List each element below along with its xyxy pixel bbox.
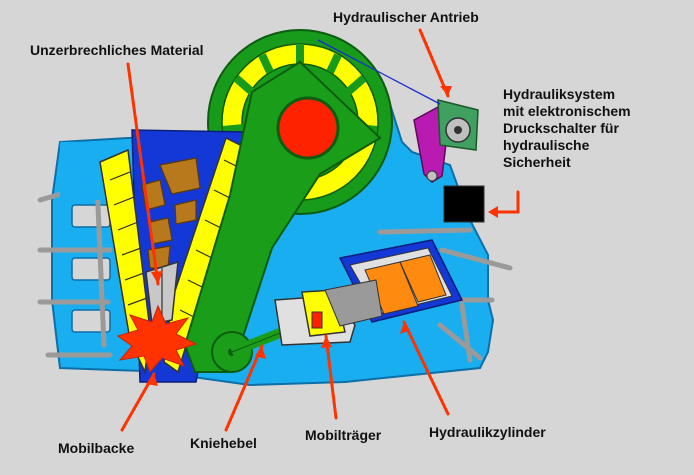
control-box (443, 185, 485, 223)
label-hydraulic-drive: Hydraulischer Antrieb (333, 9, 479, 25)
pointer-hydraulic-drive (418, 28, 450, 98)
eccentric-shaft (276, 96, 340, 160)
pointer-toggle-lever (224, 344, 264, 432)
flywheel-spokes (222, 44, 378, 134)
pointer-unbreakable-material (126, 62, 160, 286)
label-movable-carrier: Mobilträger (305, 427, 382, 443)
label-unbreakable-material: Unzerbrechliches Material (30, 42, 204, 58)
label-hydraulic-system: Hydrauliksystem mit elektronischem Druck… (503, 86, 631, 171)
drive-belt (317, 39, 441, 105)
hydraulic-drive-unit (413, 99, 479, 183)
label-hydraulic-system-line-1: Hydrauliksystem (503, 86, 616, 102)
pointer-hydraulic-cylinder (402, 320, 450, 416)
pointer-hydraulic-system (490, 190, 520, 214)
label-hydraulic-system-line-2: mit elektronischem (503, 103, 631, 119)
label-toggle-lever: Kniehebel (190, 435, 257, 451)
pointer-arrows (120, 28, 520, 432)
label-hydraulic-system-line-3: Druckschalter für (503, 120, 619, 136)
crush-burst (116, 304, 198, 373)
label-movable-jaw: Mobilbacke (58, 440, 135, 456)
pointer-movable-carrier (324, 334, 338, 420)
label-hydraulic-system-line-5: Sicherheit (503, 154, 571, 170)
label-hydraulic-system-line-4: hydraulische (503, 137, 590, 153)
label-hydraulic-cylinder: Hydraulikzylinder (429, 424, 546, 440)
hydraulic-cylinder-group (324, 239, 464, 327)
